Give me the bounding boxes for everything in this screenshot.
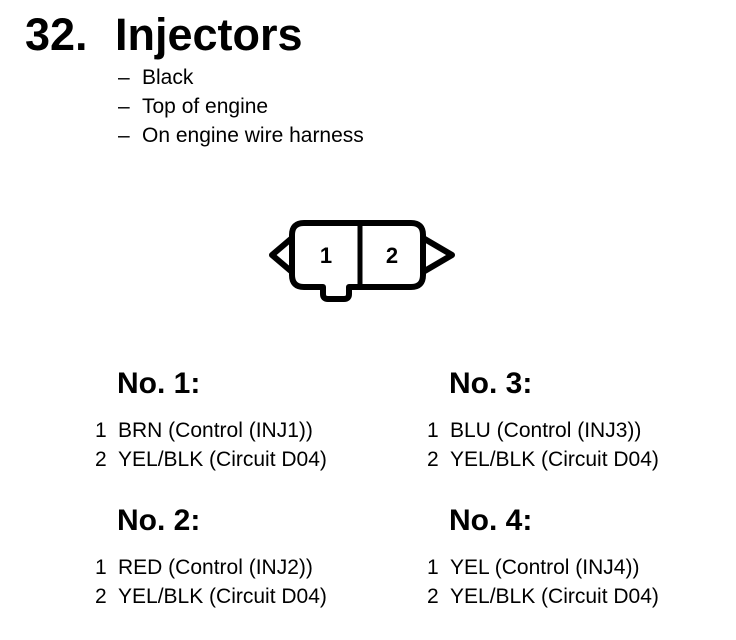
pin-row: 2 YEL/BLK (Circuit D04) <box>427 445 736 474</box>
pinout-section-title: No. 3: <box>449 367 533 400</box>
pin-description: RED (Control (INJ2)) <box>118 556 313 579</box>
cavity-2-label: 2 <box>386 243 398 268</box>
page-title: Injectors <box>115 9 303 60</box>
pinout-section-title: No. 2: <box>117 504 201 537</box>
connector-diagram: 1 2 <box>269 220 455 302</box>
pin-description: YEL/BLK (Circuit D04) <box>450 585 659 608</box>
dash-bullet: – <box>118 124 130 147</box>
cavity-1-label: 1 <box>320 243 332 268</box>
pin-number: 1 <box>427 419 439 442</box>
pin-description: YEL/BLK (Circuit D04) <box>118 585 327 608</box>
note-item: – Top of engine <box>118 92 364 121</box>
pin-number: 1 <box>95 556 107 579</box>
pin-number: 2 <box>427 448 439 471</box>
note-item: – Black <box>118 63 364 92</box>
dash-bullet: – <box>118 66 130 89</box>
pinout-section-no3: No. 3: 1 BLU (Control (INJ3)) 2 YEL/BLK … <box>427 366 736 474</box>
note-text: On engine wire harness <box>142 124 364 147</box>
notes-list: – Black – Top of engine – On engine wire… <box>118 63 364 150</box>
pinout-section-no4: No. 4: 1 YEL (Control (INJ4)) 2 YEL/BLK … <box>427 503 736 611</box>
pin-number: 2 <box>427 585 439 608</box>
pinout-section-no2: No. 2: 1 RED (Control (INJ2)) 2 YEL/BLK … <box>95 503 405 611</box>
pin-number: 1 <box>95 419 107 442</box>
note-item: – On engine wire harness <box>118 121 364 150</box>
pin-row: 1 BLU (Control (INJ3)) <box>427 416 736 445</box>
section-number: 32. <box>25 9 88 60</box>
pin-description: BLU (Control (INJ3)) <box>450 419 642 442</box>
pin-row: 2 YEL/BLK (Circuit D04) <box>95 445 405 474</box>
connector-right-lock-arrow <box>420 235 455 275</box>
pin-description: YEL/BLK (Circuit D04) <box>450 448 659 471</box>
pinout-section-title: No. 4: <box>449 504 533 537</box>
pin-description: BRN (Control (INJ1)) <box>118 419 313 442</box>
pinout-section-no1: No. 1: 1 BRN (Control (INJ1)) 2 YEL/BLK … <box>95 366 405 474</box>
pin-row: 2 YEL/BLK (Circuit D04) <box>427 582 736 611</box>
pinout-section-title: No. 1: <box>117 367 201 400</box>
pin-row: 1 YEL (Control (INJ4)) <box>427 553 736 582</box>
pin-row: 2 YEL/BLK (Circuit D04) <box>95 582 405 611</box>
pin-number: 2 <box>95 448 107 471</box>
note-text: Black <box>142 66 194 89</box>
pin-number: 2 <box>95 585 107 608</box>
pin-description: YEL (Control (INJ4)) <box>450 556 640 579</box>
dash-bullet: – <box>118 95 130 118</box>
pin-description: YEL/BLK (Circuit D04) <box>118 448 327 471</box>
pin-row: 1 BRN (Control (INJ1)) <box>95 416 405 445</box>
pin-number: 1 <box>427 556 439 579</box>
note-text: Top of engine <box>142 95 269 118</box>
pin-row: 1 RED (Control (INJ2)) <box>95 553 405 582</box>
